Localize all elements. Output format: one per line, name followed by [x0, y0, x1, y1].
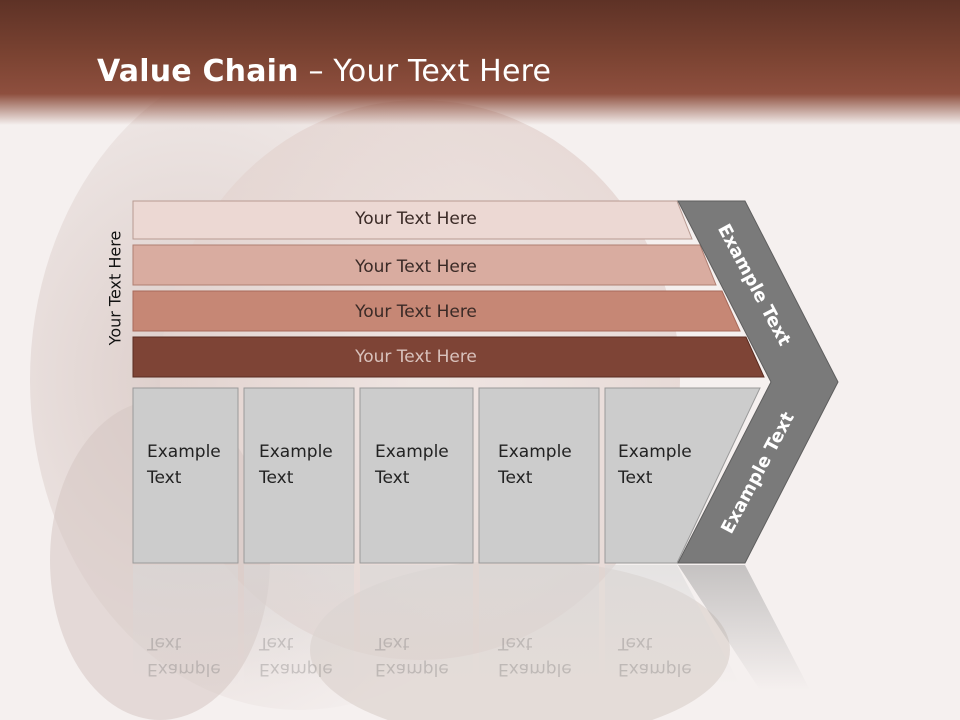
chevron-arrow	[677, 200, 839, 564]
page-title: Value Chain – Your Text Here	[97, 54, 551, 89]
box-label-5: Example Text	[618, 442, 692, 488]
bar-label-4: Your Text Here	[355, 347, 477, 367]
box-reflection-label-3: Example Text	[375, 633, 449, 679]
chevron-arrow-reflection	[678, 565, 810, 690]
box-label-2: Example Text	[259, 442, 333, 488]
box-label-4: Example Text	[498, 442, 572, 488]
box-reflection-2	[244, 565, 354, 685]
bar-label-1: Your Text Here	[355, 209, 477, 229]
box-reflection-4	[479, 565, 599, 685]
box-4	[478, 387, 600, 564]
box-label-1: Example Text	[147, 442, 221, 488]
bar-2	[132, 244, 717, 286]
box-reflection-label-1: Example Text	[147, 633, 221, 679]
box-reflection-label-4: Example Text	[498, 633, 572, 679]
bar-label-3: Your Text Here	[355, 302, 477, 322]
box-label-3: Example Text	[375, 442, 449, 488]
box-1	[132, 387, 239, 564]
box-2	[243, 387, 355, 564]
title-bold: Value Chain	[97, 54, 299, 89]
bar-label-2: Your Text Here	[355, 257, 477, 277]
box-reflection-3	[360, 565, 473, 685]
title-rest: – Your Text Here	[298, 54, 552, 89]
box-reflection-1	[133, 565, 238, 685]
box-5	[604, 387, 761, 564]
bar-1	[132, 200, 693, 240]
box-reflection-label-5: Example Text	[618, 633, 692, 679]
box-reflection-5	[605, 565, 740, 685]
box-3	[359, 387, 474, 564]
bar-3	[132, 290, 741, 332]
title-bar	[0, 0, 960, 125]
box-reflection-label-2: Example Text	[259, 633, 333, 679]
bar-4	[132, 336, 765, 378]
